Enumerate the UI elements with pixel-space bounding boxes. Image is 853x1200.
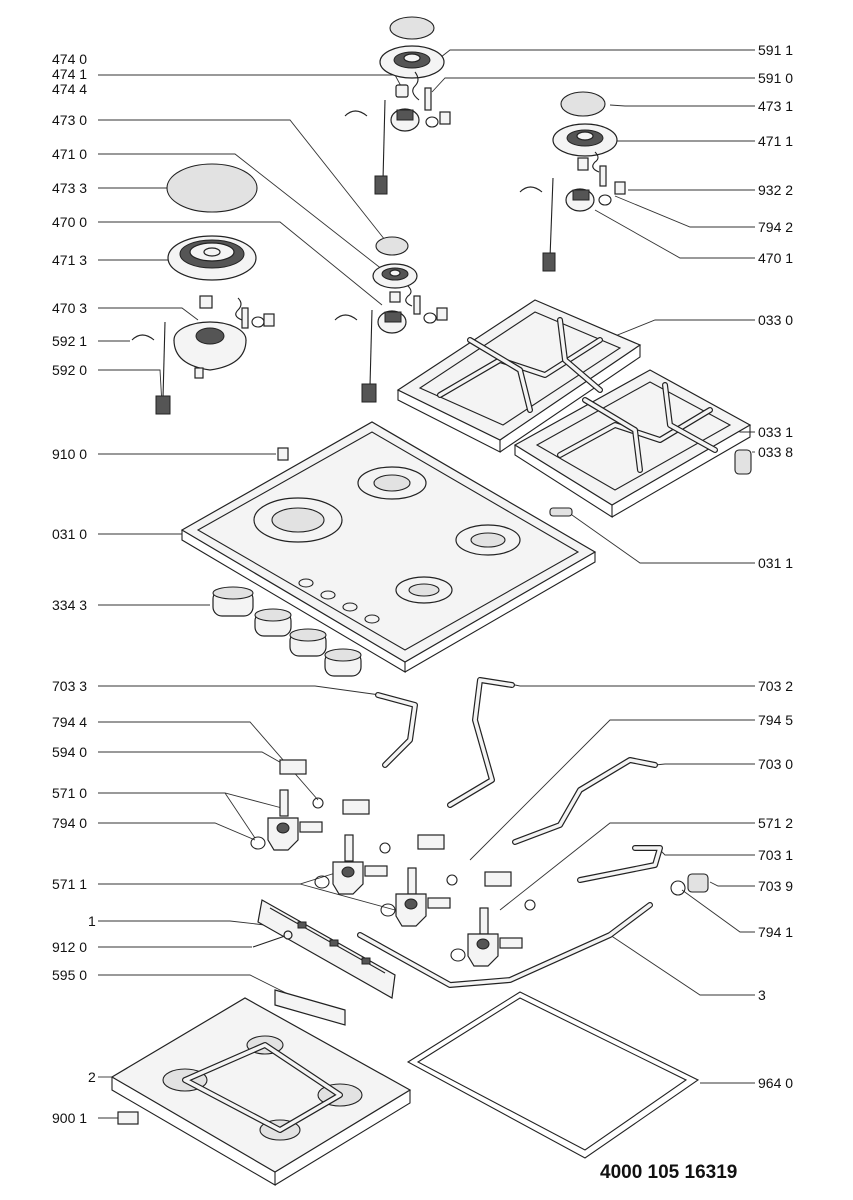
valve-1 <box>250 759 324 851</box>
front-bracket <box>252 899 396 1026</box>
label-794-4: 794 4 <box>52 714 87 730</box>
label-794-0: 794 0 <box>52 815 87 831</box>
label-474-1: 474 1 <box>52 66 87 82</box>
label-594-0: 594 0 <box>52 744 87 760</box>
label-794-1: 794 1 <box>758 924 793 940</box>
label-571-1: 571 1 <box>52 876 87 892</box>
labels-right: 591 1 591 0 473 1 471 1 932 2 794 2 470 … <box>758 42 793 1091</box>
control-knobs <box>212 586 362 677</box>
label-910-0: 910 0 <box>52 446 87 462</box>
label-703-1: 703 1 <box>758 847 793 863</box>
label-3: 3 <box>758 987 766 1003</box>
label-703-3: 703 3 <box>52 678 87 694</box>
auxiliary-burner-top <box>344 16 451 195</box>
gas-valves <box>250 759 536 967</box>
label-471-1: 471 1 <box>758 133 793 149</box>
label-474-4: 474 4 <box>52 81 87 97</box>
label-592-0: 592 0 <box>52 362 87 378</box>
label-794-2: 794 2 <box>758 219 793 235</box>
label-900-1: 900 1 <box>52 1110 87 1126</box>
valve-4 <box>450 871 536 967</box>
pan-support-left <box>396 299 642 453</box>
label-031-0: 031 0 <box>52 526 87 542</box>
label-794-5: 794 5 <box>758 712 793 728</box>
label-470-0: 470 0 <box>52 214 87 230</box>
document-number: 4000 105 16319 <box>600 1162 737 1183</box>
label-033-1: 033 1 <box>758 424 793 440</box>
auxiliary-burner-right <box>519 91 626 272</box>
label-912-0: 912 0 <box>52 939 87 955</box>
label-571-0: 571 0 <box>52 785 87 801</box>
label-470-3: 470 3 <box>52 300 87 316</box>
label-703-9: 703 9 <box>758 878 793 894</box>
label-033-8: 033 8 <box>758 444 793 460</box>
label-2: 2 <box>88 1069 96 1085</box>
base-tray <box>110 997 412 1186</box>
label-932-2: 932 2 <box>758 182 793 198</box>
label-591-1: 591 1 <box>758 42 793 58</box>
valve-2 <box>314 799 391 895</box>
label-474-0: 474 0 <box>52 51 87 67</box>
label-471-3: 471 3 <box>52 252 87 268</box>
label-703-2: 703 2 <box>758 678 793 694</box>
label-470-1: 470 1 <box>758 250 793 266</box>
label-334-3: 334 3 <box>52 597 87 613</box>
hob-gasket <box>406 991 700 1159</box>
label-592-1: 592 1 <box>52 333 87 349</box>
label-473-3: 473 3 <box>52 180 87 196</box>
label-033-0: 033 0 <box>758 312 793 328</box>
label-571-2: 571 2 <box>758 815 793 831</box>
label-703-0: 703 0 <box>758 756 793 772</box>
hob-top-plate <box>180 421 597 673</box>
label-591-0: 591 0 <box>758 70 793 86</box>
label-1: 1 <box>88 913 96 929</box>
label-595-0: 595 0 <box>52 967 87 983</box>
valve-3 <box>380 834 458 927</box>
label-473-1: 473 1 <box>758 98 793 114</box>
label-471-0: 471 0 <box>52 146 87 162</box>
pan-support-right <box>513 369 752 519</box>
label-473-0: 473 0 <box>52 112 87 128</box>
semi-rapid-burner-middle <box>334 236 448 403</box>
rapid-burner-left <box>131 163 275 415</box>
label-964-0: 964 0 <box>758 1075 793 1091</box>
labels-left: 474 0 474 1 474 4 473 0 471 0 473 3 470 … <box>52 51 96 1126</box>
gas-pipes <box>357 677 709 988</box>
label-031-1: 031 1 <box>758 555 793 571</box>
